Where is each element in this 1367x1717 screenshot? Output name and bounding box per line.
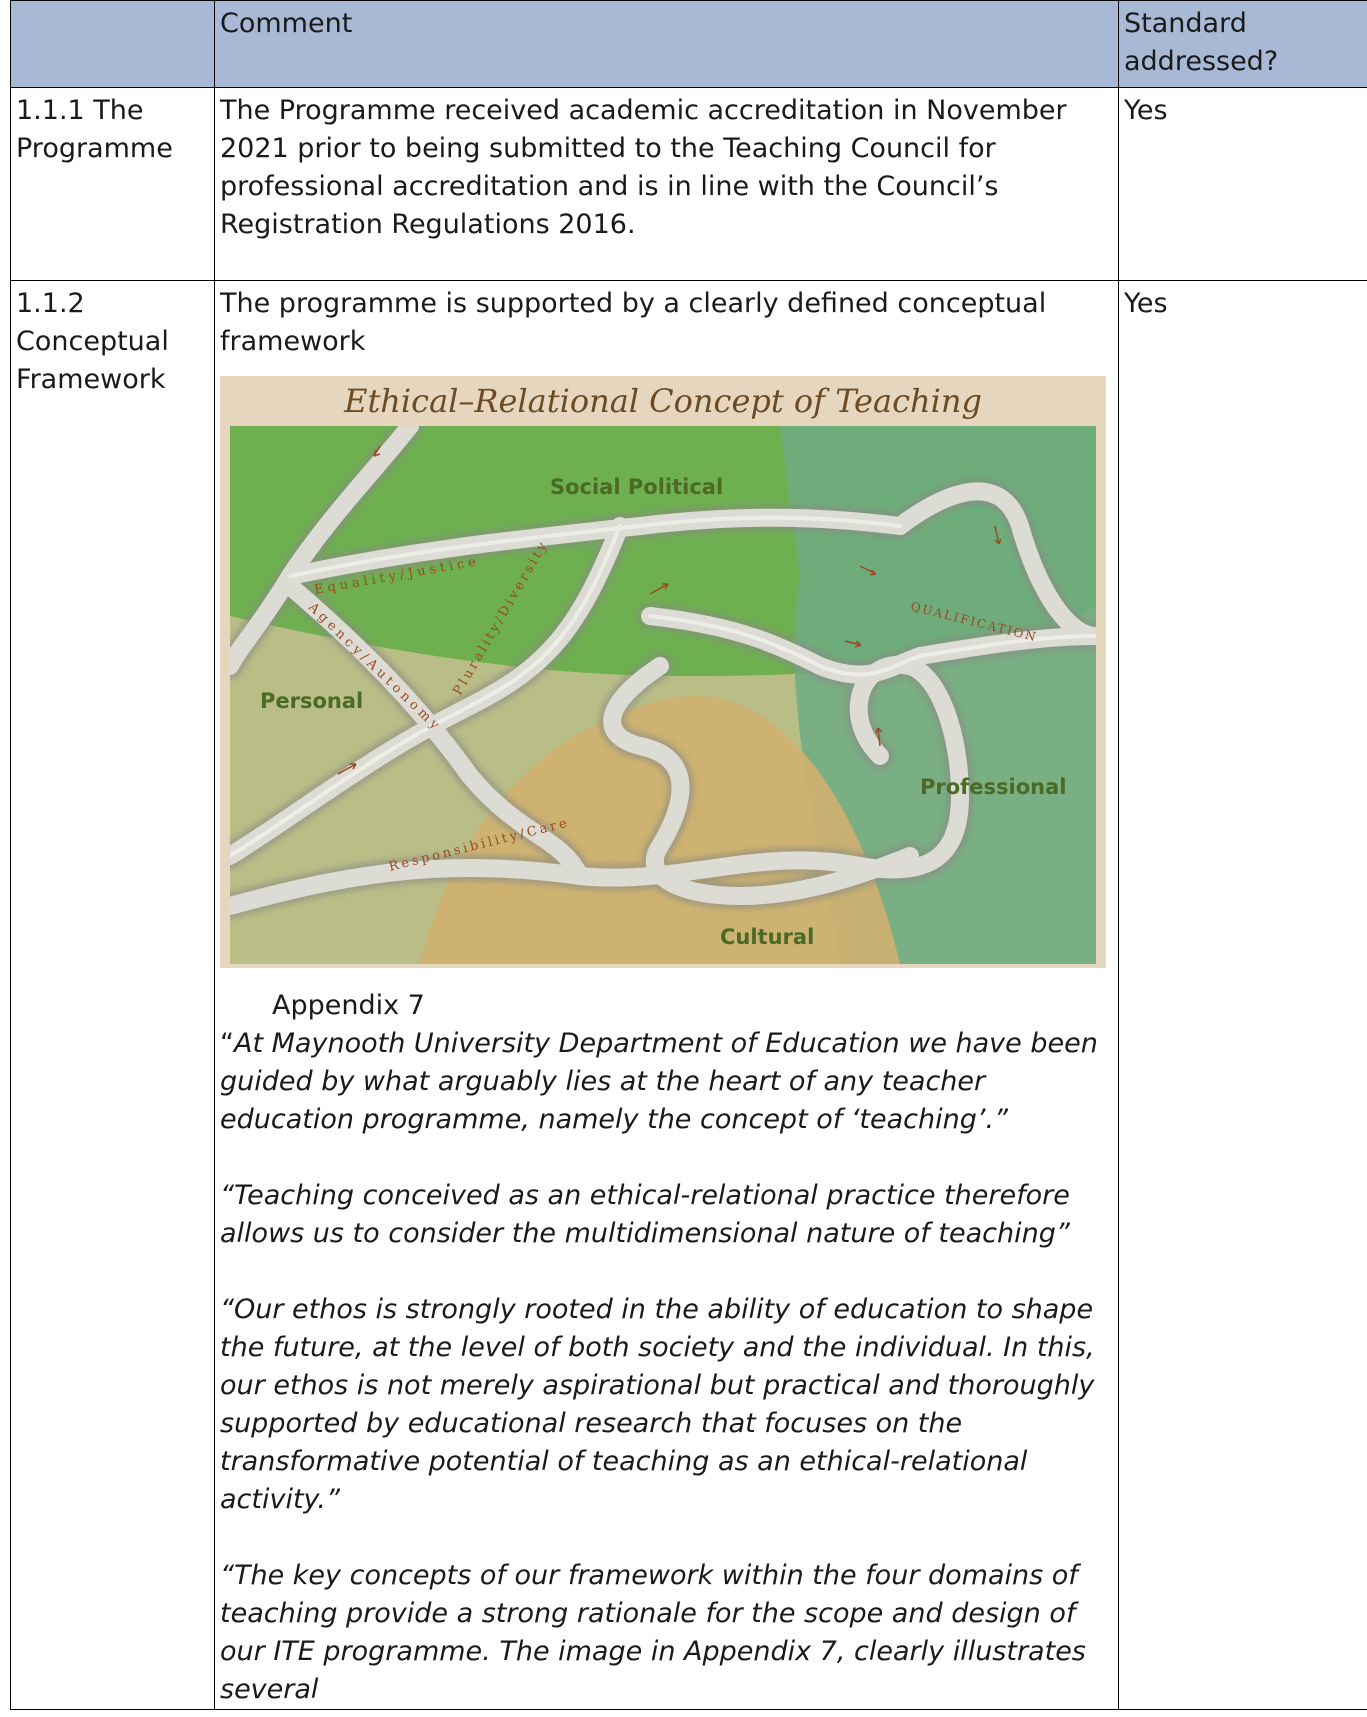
row-comment-cell: The programme is supported by a clearly … (214, 280, 1119, 1710)
header-blank (10, 0, 215, 88)
domain-label-professional: Professional (920, 775, 1067, 799)
figure-title: Ethical–Relational Concept of Teaching (343, 382, 982, 420)
domain-label-cultural: Cultural (720, 925, 814, 949)
quote-paragraph: “At Maynooth University Department of Ed… (220, 1025, 1113, 1139)
arrow-icon (649, 583, 669, 595)
header-standard-addressed: Standard addressed? (1118, 0, 1367, 88)
arrow-icon (373, 445, 381, 457)
row-comment: The Programme received academic accredit… (214, 87, 1119, 281)
table-row: 1.1.1 The Programme The Programme receiv… (10, 87, 1367, 281)
quote-open-mark: “ (220, 1028, 234, 1059)
arrow-icon (844, 640, 862, 648)
quote-paragraph: “The key concepts of our framework withi… (220, 1560, 1086, 1705)
row-label: 1.1.2 Conceptual Framework (10, 280, 215, 1710)
domain-label-social-political: Social Political (550, 475, 723, 499)
quote-paragraph: “Our ethos is strongly rooted in the abi… (220, 1294, 1095, 1515)
arrow-icon (337, 763, 357, 775)
header-row: Comment Standard addressed? (10, 0, 1367, 88)
paragraph-gap (220, 1519, 1113, 1557)
row-status: Yes (1118, 87, 1367, 281)
figure-caption: Appendix 7 (272, 990, 425, 1021)
conceptual-framework-figure: Ethical–Relational Concept of Teaching (220, 376, 1106, 968)
quote-paragraph: “Teaching conceived as an ethical-relati… (220, 1180, 1070, 1249)
table-row: 1.1.2 Conceptual Framework The programme… (10, 280, 1367, 1710)
paragraph-gap (220, 1253, 1113, 1291)
row-label: 1.1.1 The Programme (10, 87, 215, 281)
quote-text: At Maynooth University Department of Edu… (220, 1028, 1098, 1135)
header-comment: Comment (214, 0, 1119, 88)
arrow-icon (994, 525, 1002, 545)
domain-label-personal: Personal (260, 689, 363, 713)
arrow-icon (859, 565, 877, 576)
row-status: Yes (1118, 280, 1367, 1710)
paragraph-gap (220, 1139, 1113, 1177)
arrow-icon (875, 727, 883, 747)
row-comment: The programme is supported by a clearly … (220, 288, 1047, 357)
accreditation-table: Comment Standard addressed? 1.1.1 The Pr… (10, 0, 1367, 1710)
